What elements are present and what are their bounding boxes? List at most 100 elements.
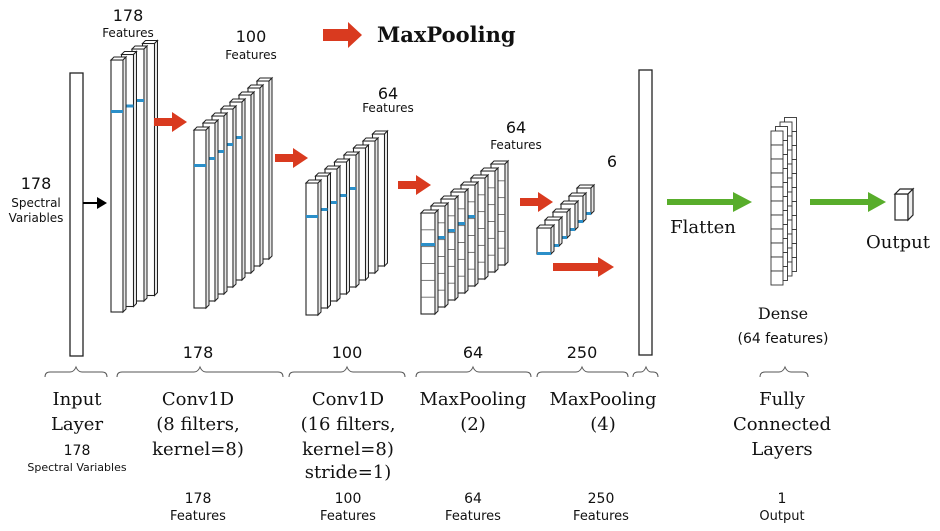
top-label-conv1: Features — [102, 26, 154, 40]
feature-slab — [192, 125, 211, 310]
top-label-conv2: Features — [225, 48, 277, 62]
feature-slab — [535, 223, 556, 256]
stack-pool2 — [535, 183, 596, 256]
mid-count-1: 178 — [183, 343, 214, 362]
output-arrow — [810, 192, 886, 212]
dense-cell — [770, 270, 784, 286]
layer-input-count: 178 — [64, 443, 91, 459]
output-node — [893, 187, 915, 222]
top-labels: 178 Features 100 Features 64 Features 64… — [102, 6, 617, 171]
layer-pool2-line2: (4) — [590, 414, 616, 435]
input-arrow — [83, 197, 107, 209]
feature-slab — [109, 55, 128, 314]
bottom-counts: 178 Features 100 Features 64 Features 25… — [170, 491, 805, 524]
stack-conv3 — [304, 129, 389, 317]
flatten-bar — [638, 69, 653, 356]
bottom-count-4: 250 — [588, 491, 615, 507]
layer-conv1-line1: Conv1D — [162, 389, 234, 410]
layer-fc-line1: Fully — [759, 389, 806, 410]
brace-conv2 — [288, 365, 406, 378]
top-label-pool1: Features — [490, 138, 542, 152]
dense-cell — [770, 158, 784, 174]
layer-conv2-line4: stride=1) — [305, 462, 392, 483]
top-count-conv1: 178 — [113, 6, 144, 25]
pool-arrow-1 — [154, 112, 187, 132]
mid-count-2: 100 — [332, 343, 363, 362]
top-count-conv3: 64 — [378, 84, 398, 103]
bottom-label-4: Features — [573, 509, 629, 524]
input-count: 178 — [21, 174, 52, 193]
layer-conv2-line2: (16 filters, — [301, 414, 396, 435]
feature-map-stacks — [109, 39, 596, 317]
bottom-label-5: Output — [759, 509, 804, 524]
layer-fc-line2: Connected — [733, 414, 831, 435]
brace-conv1 — [116, 365, 284, 378]
dense-subtitle: (64 features) — [737, 331, 828, 347]
top-count-conv2: 100 — [236, 27, 267, 46]
dense-cell — [770, 186, 784, 202]
group-braces — [44, 365, 809, 378]
bottom-label-3: Features — [445, 509, 501, 524]
layer-input-sub: Spectral Variables — [27, 461, 126, 474]
top-count-pool1: 64 — [506, 118, 526, 137]
mid-count-3: 64 — [463, 343, 483, 362]
stack-conv2 — [192, 76, 274, 310]
mid-count-4: 250 — [567, 343, 598, 362]
mid-counts: 178 100 64 250 — [183, 343, 598, 362]
legend-arrow — [323, 22, 362, 48]
dense-cell — [770, 130, 784, 146]
top-label-conv3: Features — [362, 101, 414, 115]
top-count-pool2: 6 — [607, 152, 617, 171]
brace-input — [44, 365, 108, 378]
layer-fc-line3: Layers — [751, 439, 812, 460]
layer-pool2-line1: MaxPooling — [550, 389, 657, 410]
input-layer: 178 Spectral Variables — [9, 72, 107, 357]
layer-conv2-line3: kernel=8) — [302, 439, 394, 460]
dense-cell — [770, 256, 784, 272]
brace-pool2 — [536, 365, 629, 378]
dense-layer-stack — [770, 117, 797, 286]
input-label-line1: Spectral — [11, 196, 61, 210]
dense-cell — [770, 172, 784, 188]
layer-input-line2: Layer — [51, 414, 104, 435]
dense-cell — [770, 242, 784, 258]
layer-conv2-line1: Conv1D — [312, 389, 384, 410]
dense-cell — [770, 200, 784, 216]
output-label: Output — [866, 232, 931, 253]
feature-slab — [419, 208, 440, 316]
input-bar — [69, 72, 84, 357]
pool-arrow-2 — [275, 148, 308, 168]
pool-arrow-3 — [398, 175, 431, 195]
layer-pool1-line2: (2) — [460, 414, 486, 435]
dense-cell — [770, 144, 784, 160]
stack-conv1 — [109, 39, 159, 314]
layer-pool1-line1: MaxPooling — [420, 389, 527, 410]
brace-pool1 — [415, 365, 532, 378]
input-label-line2: Variables — [9, 211, 64, 225]
dense-cell — [770, 214, 784, 230]
bottom-label-2: Features — [320, 509, 376, 524]
layer-descriptions: Input Layer 178 Spectral Variables Conv1… — [27, 389, 831, 483]
flatten-arrow — [667, 192, 752, 212]
layer-input-line1: Input — [52, 389, 102, 410]
pooling-arrows — [154, 112, 614, 277]
bottom-count-2: 100 — [335, 491, 362, 507]
brace-dense — [759, 365, 809, 378]
bottom-count-3: 64 — [464, 491, 482, 507]
brace-flatten — [632, 365, 659, 378]
dense-title: Dense — [758, 304, 808, 323]
legend: MaxPooling — [323, 22, 516, 48]
pool-arrow-5 — [553, 257, 614, 277]
legend-label: MaxPooling — [377, 22, 516, 47]
bottom-count-1: 178 — [185, 491, 212, 507]
layer-conv1-line3: kernel=8) — [152, 439, 244, 460]
dense-cell — [770, 228, 784, 244]
flatten-label: Flatten — [670, 217, 736, 238]
bottom-label-1: Features — [170, 509, 226, 524]
layer-conv1-line2: (8 filters, — [156, 414, 239, 435]
feature-slab — [304, 178, 323, 317]
pool-arrow-4 — [520, 192, 553, 212]
bottom-count-5: 1 — [778, 491, 787, 507]
